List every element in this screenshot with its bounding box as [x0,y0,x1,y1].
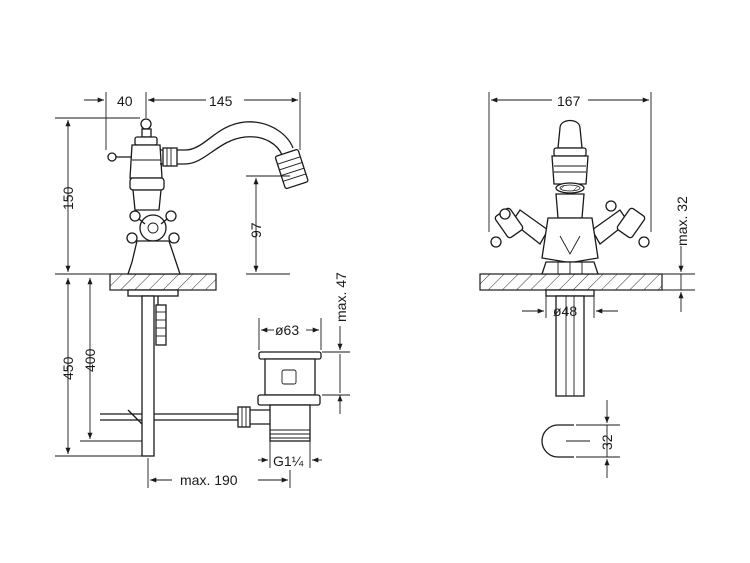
dimension-150: 150 [55,117,140,275]
dimension-97: 97 [246,175,290,275]
dimension-max-32: max. 32 [662,196,695,312]
dimension-40: 40 [84,92,155,150]
supply-pipes-front [545,289,595,397]
dimension-thread: G1¼ [258,441,322,469]
dimension-label-max-47: max. 47 [333,272,349,322]
popup-waste [250,351,322,442]
dimension-label-diameter-63: ø63 [275,322,299,338]
dimension-label-thread: G1¼ [273,453,304,469]
front-view: 167 max. 32 ø48 32 [479,92,695,478]
dimension-diameter-63: ø63 [258,318,322,350]
dimension-label-max-190: max. 190 [180,472,238,488]
dimension-label-450: 450 [60,356,76,380]
supply-pipes-side [100,289,251,457]
dimension-max-47: max. 47 [322,272,350,414]
faucet-body-side [107,118,309,275]
dimension-diameter-48: ø48 [522,296,618,319]
dimension-label-40: 40 [117,93,133,109]
side-view: 40 145 150 97 ma [55,92,350,488]
dimension-450: 450 [55,278,150,457]
dimension-32: 32 [599,400,615,478]
dimension-400: 400 [80,278,142,442]
faucet-body-front [490,119,650,275]
countertop-side [109,273,217,291]
countertop-front [479,273,663,291]
dimension-label-150: 150 [60,186,76,210]
dimension-label-167: 167 [557,93,581,109]
dimension-label-diameter-48: ø48 [553,303,577,319]
dimension-label-97: 97 [248,222,264,238]
dimension-label-145: 145 [209,93,233,109]
hole-plan [541,424,620,458]
dimension-label-400: 400 [82,348,98,372]
dimension-145: 145 [148,92,301,150]
dimension-label-max-32: max. 32 [674,196,690,246]
dimension-max-190: max. 190 [147,458,291,488]
dimension-label-32: 32 [599,434,615,450]
dimension-167: 167 [488,92,652,232]
